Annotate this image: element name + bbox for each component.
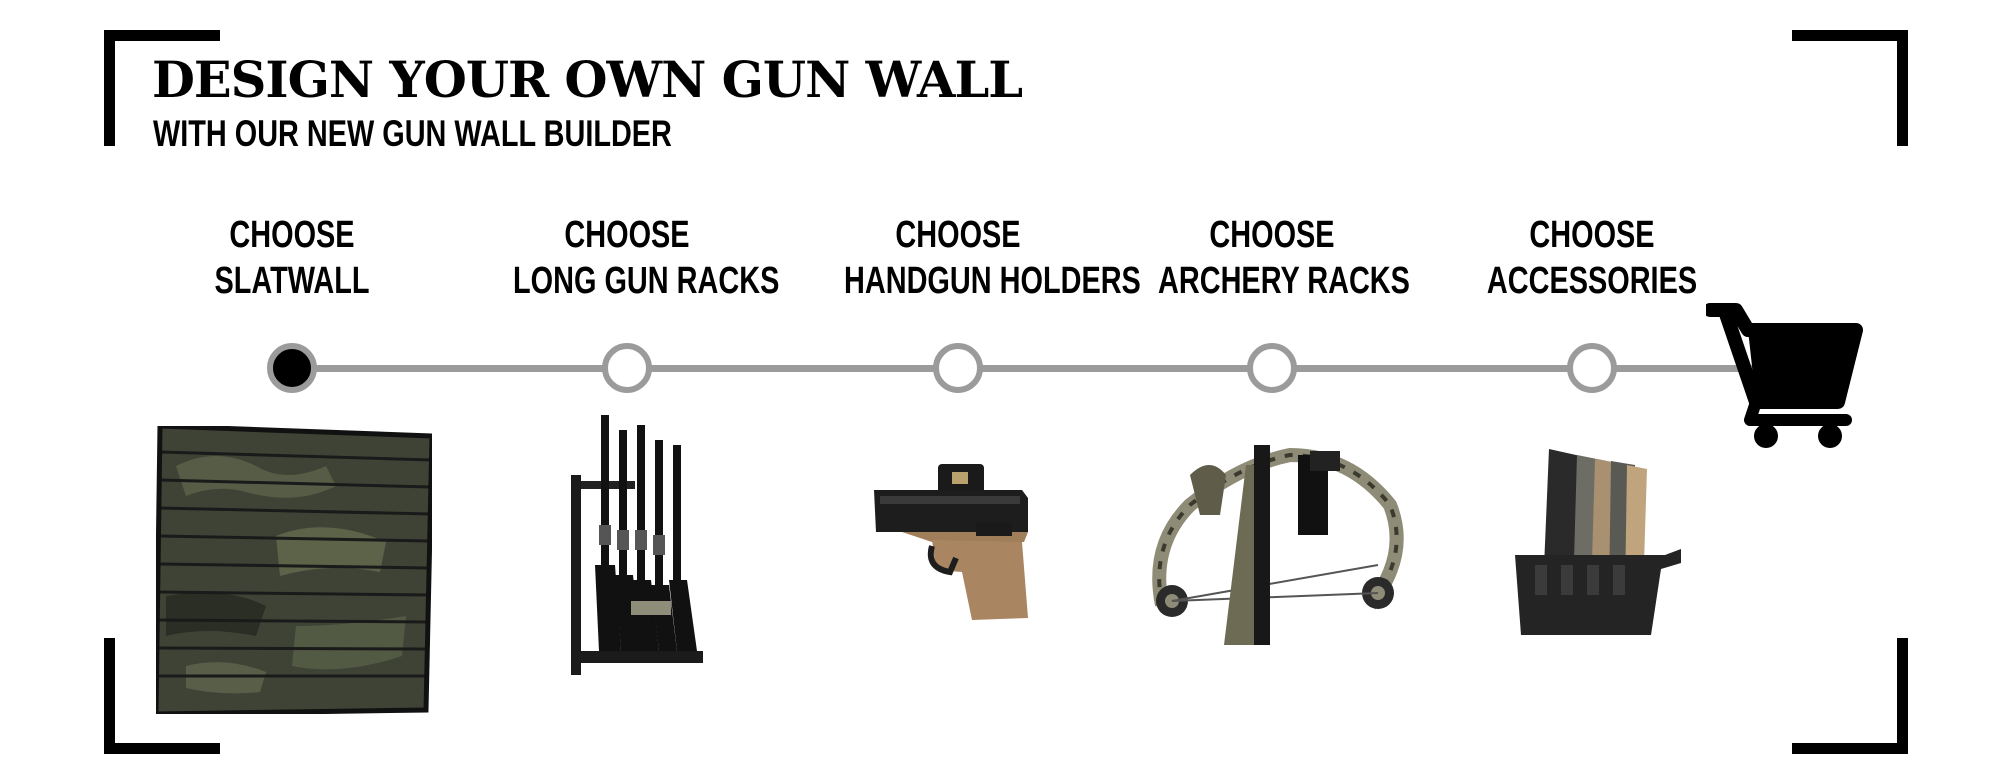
frame-corner-bottom-right [1792, 638, 1908, 754]
step-accessories[interactable]: CHOOSE ACCESSORIES [1478, 212, 1706, 304]
step-node-handgun-holders[interactable] [933, 343, 983, 393]
step-label-line1: CHOOSE [1529, 214, 1655, 256]
step-node-long-gun-racks[interactable] [602, 343, 652, 393]
step-label-line2: LONG GUN RACKS [513, 260, 780, 302]
slatwall-panel-image[interactable] [156, 426, 432, 714]
step-label-line1: CHOOSE [564, 214, 690, 256]
frame-corner-top-right [1792, 30, 1908, 146]
step-slatwall[interactable]: CHOOSE SLATWALL [178, 212, 406, 304]
accessory-holder-image[interactable] [1515, 445, 1685, 635]
step-label-line1: CHOOSE [229, 214, 355, 256]
page-subtitle: WITH OUR NEW GUN WALL BUILDER [153, 113, 672, 154]
step-label-line2: ACCESSORIES [1486, 260, 1698, 302]
step-node-archery-racks[interactable] [1247, 343, 1297, 393]
step-label-line2: HANDGUN HOLDERS [844, 260, 1141, 302]
page-title: DESIGN YOUR OWN GUN WALL [152, 50, 1023, 109]
step-label-line1: CHOOSE [895, 214, 1021, 256]
progress-timeline [292, 365, 1762, 372]
step-archery-racks[interactable]: CHOOSE ARCHERY RACKS [1158, 212, 1410, 304]
step-label-line2: SLATWALL [214, 260, 370, 302]
handgun-holder-image[interactable] [872, 462, 1037, 622]
frame-corner-top-left [104, 30, 220, 146]
step-node-slatwall[interactable] [267, 343, 317, 393]
archery-rack-image[interactable] [1150, 445, 1410, 645]
shopping-cart-icon[interactable] [1706, 302, 1866, 450]
step-label-line1: CHOOSE [1209, 214, 1335, 256]
step-node-accessories[interactable] [1567, 343, 1617, 393]
step-label-line2: ARCHERY RACKS [1158, 260, 1410, 302]
frame-corner-bottom-left [104, 638, 220, 754]
long-gun-rack-image[interactable] [565, 415, 715, 680]
step-long-gun-racks[interactable]: CHOOSE LONG GUN RACKS [513, 212, 780, 304]
step-handgun-holders[interactable]: CHOOSE HANDGUN HOLDERS [844, 212, 1141, 304]
